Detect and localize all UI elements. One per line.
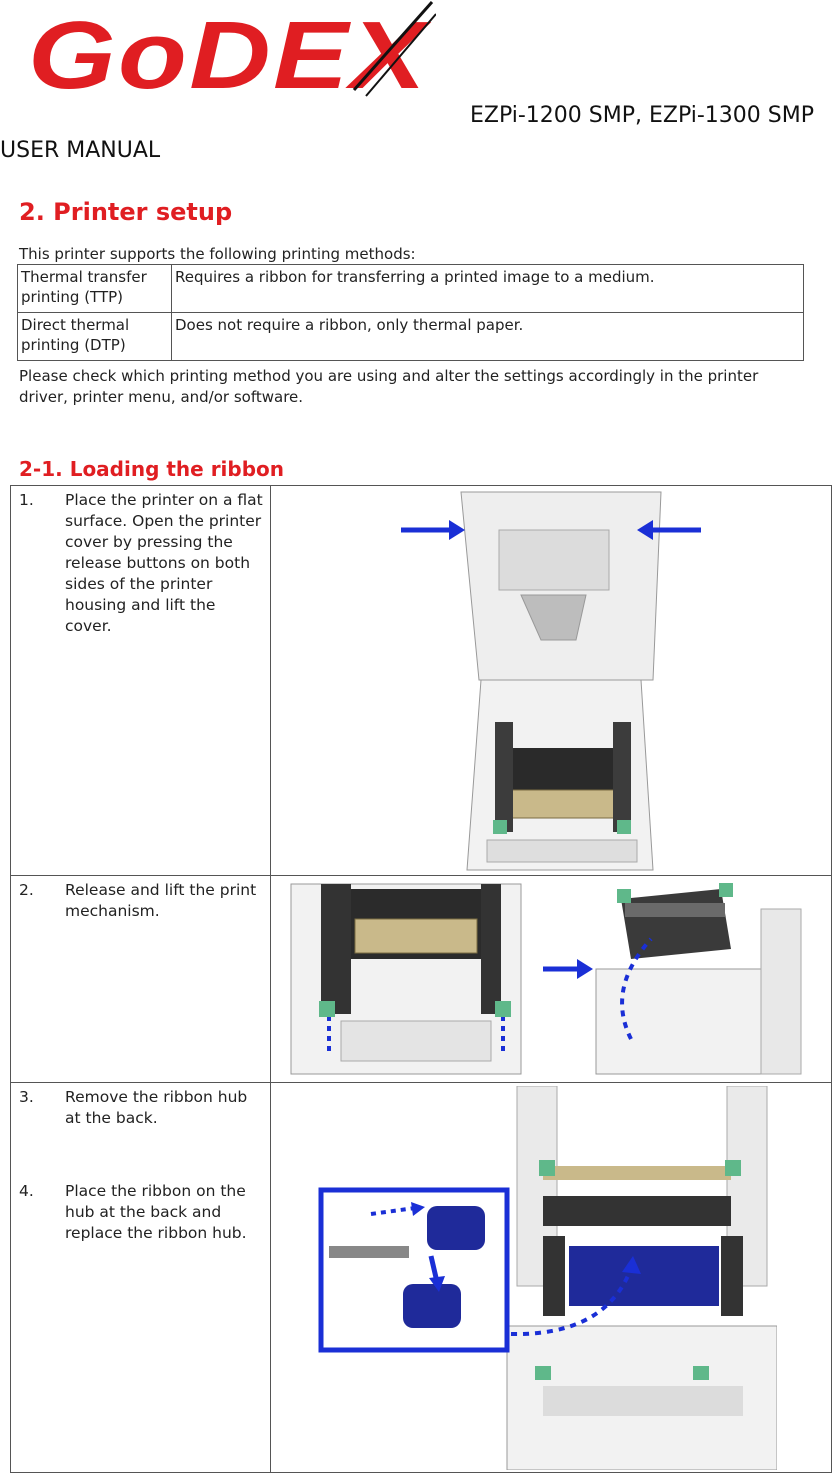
ribbon-hub-illustration bbox=[318, 1086, 777, 1470]
method-name: Direct thermal printing (DTP) bbox=[17, 312, 172, 361]
section-intro: This printer supports the following prin… bbox=[19, 245, 416, 263]
section-title: 2. Printer setup bbox=[19, 198, 233, 226]
model-title: EZPi-1200 SMP, EZPi-1300 SMP bbox=[470, 103, 814, 128]
settings-note: Please check which printing method you a… bbox=[19, 367, 759, 406]
step-number: 4. bbox=[19, 1182, 34, 1200]
step-description: Remove the ribbon hub at the back. bbox=[65, 1088, 248, 1127]
table-row: Direct thermal printing (DTP) Does not r… bbox=[17, 312, 804, 361]
table-row: Thermal transfer printing (TTP) Requires… bbox=[17, 264, 804, 313]
step-number: 1. bbox=[19, 491, 34, 509]
subsection-title: 2-1. Loading the ribbon bbox=[19, 457, 285, 481]
step-number: 3. bbox=[19, 1088, 34, 1106]
step-description: Release and lift the print mechanism. bbox=[65, 881, 257, 920]
printer-open-cover-illustration bbox=[401, 491, 701, 871]
print-mechanism-illustration bbox=[290, 883, 802, 1075]
step-row: 1. Place the printer on a flat surface. … bbox=[11, 486, 831, 876]
logo-text: GoDEX bbox=[28, 2, 431, 100]
method-desc: Does not require a ribbon, only thermal … bbox=[171, 312, 804, 361]
step-description: Place the printer on a flat surface. Ope… bbox=[65, 491, 263, 635]
method-name: Thermal transfer printing (TTP) bbox=[17, 264, 172, 313]
step-row: 3. Remove the ribbon hub at the back. 4.… bbox=[11, 1083, 831, 1474]
printing-methods-table: Thermal transfer printing (TTP) Requires… bbox=[17, 264, 804, 361]
step-row: 2. Release and lift the print mechanism. bbox=[11, 876, 831, 1083]
manual-label: USER MANUAL bbox=[0, 138, 161, 163]
method-desc: Requires a ribbon for transferring a pri… bbox=[171, 264, 804, 313]
step-number: 2. bbox=[19, 881, 34, 899]
godex-logo: GoDEX bbox=[28, 1, 436, 100]
steps-table: 1. Place the printer on a flat surface. … bbox=[10, 485, 832, 1473]
step-description: Place the ribbon on the hub at the back … bbox=[65, 1182, 247, 1242]
